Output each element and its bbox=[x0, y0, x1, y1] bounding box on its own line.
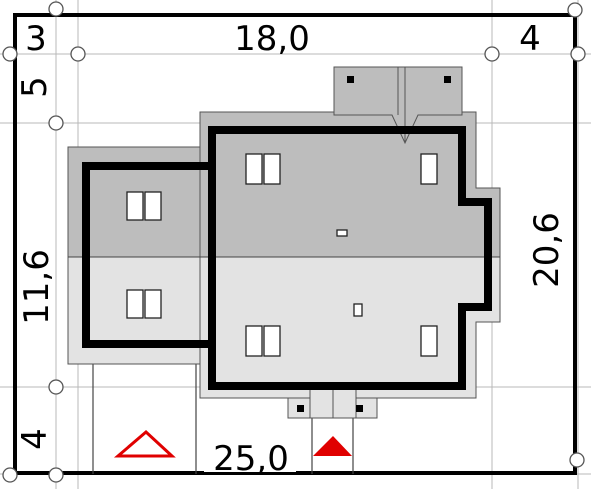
dim-top-right: 4 bbox=[519, 19, 541, 59]
walls bbox=[82, 126, 492, 390]
entrance-marker-outline bbox=[113, 429, 176, 458]
main-roof-lower bbox=[199, 256, 501, 399]
dim-top-left: 3 bbox=[25, 19, 47, 59]
entrance-marker-filled bbox=[313, 436, 352, 456]
dim-top-main: 18,0 bbox=[234, 19, 310, 59]
dim-left-bottom: 4 bbox=[15, 428, 55, 450]
reference-markers bbox=[2, 1, 586, 483]
driveway bbox=[92, 360, 354, 474]
roof bbox=[67, 111, 501, 399]
plot-boundary bbox=[13, 13, 577, 475]
porch-bottom bbox=[287, 385, 378, 419]
dim-bottom: 25,0 bbox=[213, 439, 289, 479]
dim-left-middle: 11,6 bbox=[17, 249, 57, 325]
dim-right-side: 20,6 bbox=[527, 212, 567, 288]
dim-left-top: 5 bbox=[15, 76, 55, 98]
skylights bbox=[126, 153, 438, 357]
